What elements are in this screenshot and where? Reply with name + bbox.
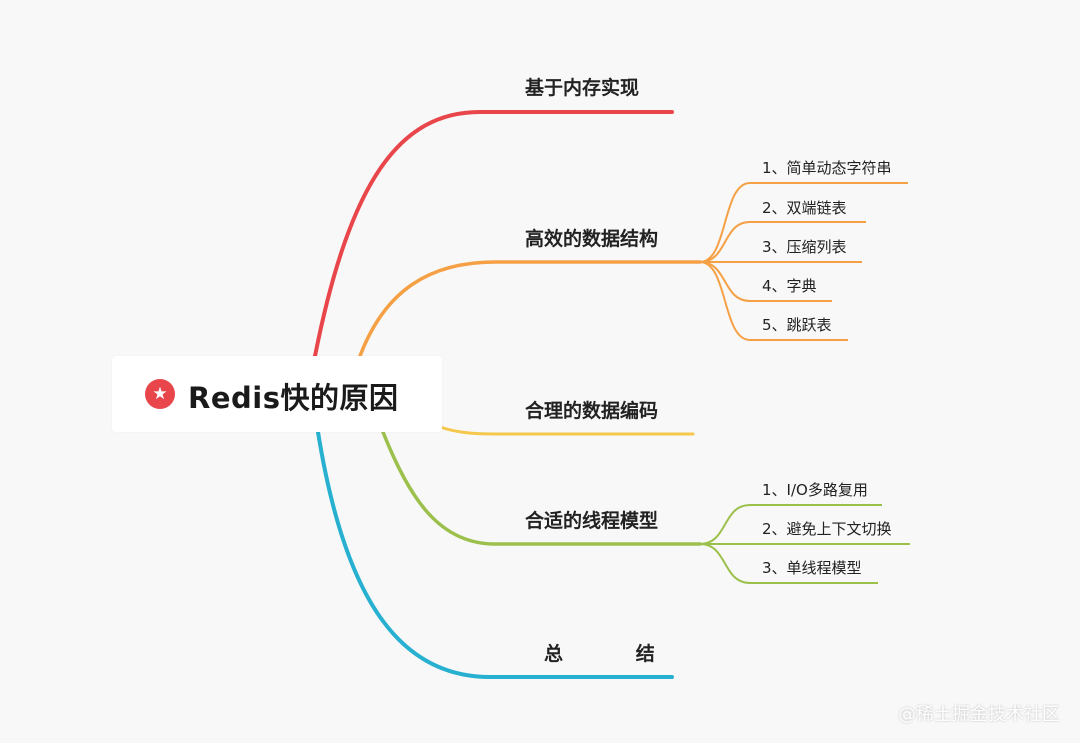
branch-label-thread-model[interactable]: 合适的线程模型	[525, 510, 659, 532]
branch-connector-data-structures	[358, 260, 702, 358]
child-label-dict[interactable]: 4、字典	[762, 277, 817, 295]
child-label-context[interactable]: 2、避免上下文切换	[762, 520, 892, 538]
child-connector-skiplist	[699, 261, 848, 341]
branch-label-encoding[interactable]: 合理的数据编码	[525, 400, 659, 422]
root-node[interactable]: ★ Redis快的原因	[112, 356, 442, 432]
child-label-single-thread[interactable]: 3、单线程模型	[762, 559, 862, 577]
branch-connector-thread-model	[381, 430, 702, 546]
child-connector-dict	[699, 261, 832, 302]
child-label-sds[interactable]: 1、简单动态字符串	[762, 159, 892, 177]
child-label-ziplist[interactable]: 3、压缩列表	[762, 238, 847, 256]
branch-connector-summary	[316, 430, 674, 679]
branch-connector-memory	[313, 110, 674, 358]
star-icon: ★	[145, 379, 175, 409]
branch-connector-encoding	[438, 425, 695, 436]
child-connector-sds	[699, 182, 908, 263]
child-label-skiplist[interactable]: 5、跳跃表	[762, 316, 832, 334]
child-connector-io	[699, 504, 882, 545]
root-title: Redis快的原因	[188, 381, 399, 415]
child-connector-linkedlist	[699, 221, 866, 263]
branch-label-summary[interactable]: 总 结	[544, 643, 655, 665]
child-label-linkedlist[interactable]: 2、双端链表	[762, 199, 847, 217]
watermark: @稀土掘金技术社区	[898, 704, 1060, 725]
branch-label-data-structures[interactable]: 高效的数据结构	[525, 228, 659, 250]
branch-label-memory[interactable]: 基于内存实现	[525, 77, 640, 99]
child-connector-single-thread	[699, 543, 878, 584]
child-label-io[interactable]: 1、I/O多路复用	[762, 481, 868, 499]
